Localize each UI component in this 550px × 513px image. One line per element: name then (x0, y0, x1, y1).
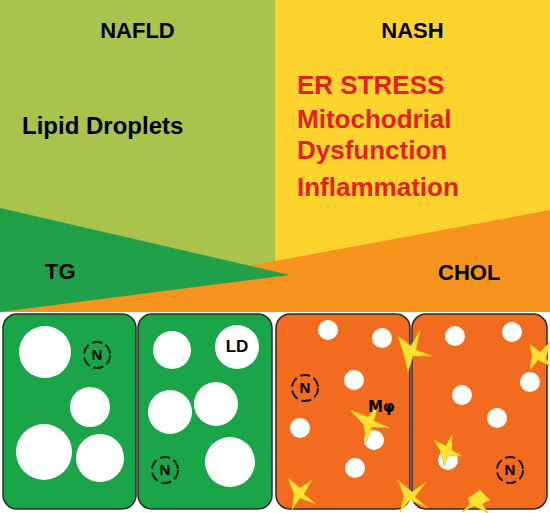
nucleus: N (290, 373, 320, 403)
cholesterol-wedge-text: CHOL (438, 260, 538, 285)
triglyceride-wedge-text: TG (45, 259, 105, 284)
lipid-droplet: LD (215, 325, 259, 369)
cell-label: Mφ (368, 398, 395, 416)
hepatocyte-cell (412, 314, 547, 509)
macrophage-symbols (288, 330, 550, 513)
hepatocyte-cell (3, 314, 136, 509)
hepatocyte-cell (138, 314, 272, 509)
nucleus-text: N (82, 340, 112, 370)
nucleus-text: N (290, 373, 320, 403)
lipid-droplet-text: LD (215, 325, 259, 369)
lipid-droplet-shape (215, 325, 259, 369)
nucleus: N (150, 455, 180, 485)
nucleus-text: N (150, 455, 180, 485)
nash-panel-text: NASH (275, 18, 550, 43)
nash-panel-text: Inflammation (297, 172, 542, 202)
nucleus: N (495, 455, 525, 485)
triglyceride-wedge: TG (0, 205, 290, 312)
nucleus: N (82, 340, 112, 370)
cholesterol-wedge-shape (0, 210, 550, 312)
nafld-panel-text: Lipid Droplets (22, 112, 267, 140)
triglyceride-wedge-outline (0, 205, 290, 312)
nafld-panel-text: NAFLD (0, 18, 275, 43)
nash-panel-text: Mitochodrial Dysfunction (297, 104, 542, 166)
hepatocyte-cell (276, 314, 410, 509)
lipid-droplets (16, 320, 540, 487)
nash-panel-text: ER STRESS (297, 70, 542, 100)
nucleus-text: N (495, 455, 525, 485)
